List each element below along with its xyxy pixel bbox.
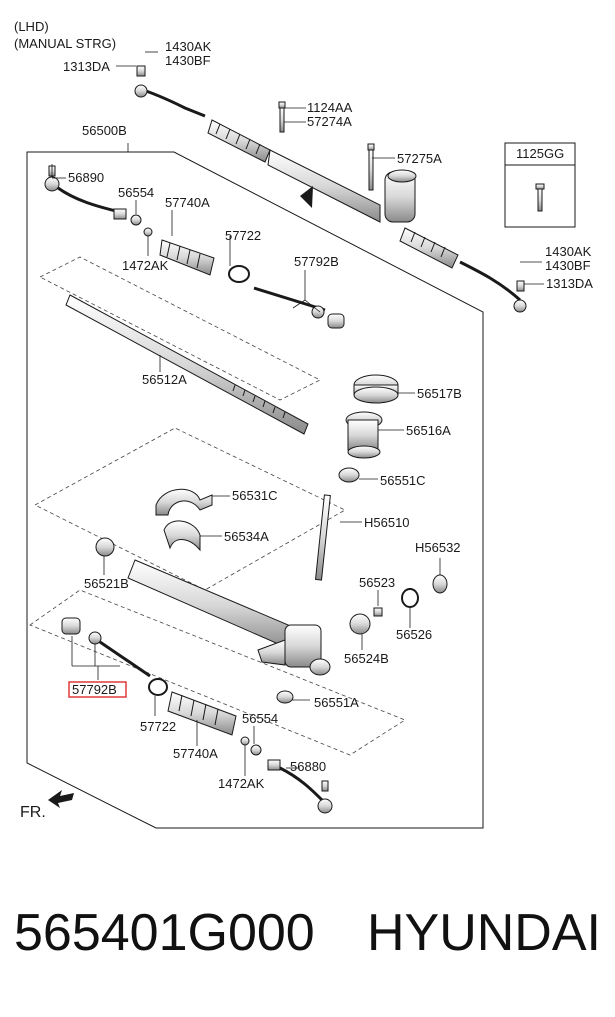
label-1472ak-top: 1472AK	[122, 258, 169, 273]
label-57722-top: 57722	[225, 228, 261, 243]
front-arrow-icon	[48, 790, 74, 808]
label-56516a: 56516A	[406, 423, 451, 438]
label-57275a: 57275A	[397, 151, 442, 166]
label-56880: 56880	[290, 759, 326, 774]
subgroup-rack-box	[39, 256, 321, 401]
rack-56512a	[65, 294, 309, 435]
label-56500b: 56500B	[82, 123, 127, 138]
label-57740a-bottom: 57740A	[173, 746, 218, 761]
seal-56516a	[345, 411, 383, 459]
assembly-boundary	[26, 151, 484, 829]
nut-56523	[373, 607, 383, 617]
bush-56531c	[155, 488, 213, 516]
label-1430ak-right: 1430AK	[545, 244, 592, 259]
label-1472ak-bottom: 1472AK	[218, 776, 265, 791]
nut-56554-top	[130, 214, 142, 226]
seal-56551a	[276, 690, 294, 704]
label-57792b-top: 57792B	[294, 254, 339, 269]
parts-diagram: (LHD) (MANUAL STRG)	[14, 19, 593, 829]
bearing-56521b	[95, 537, 115, 557]
label-57792b-highlight: 57792B	[72, 682, 117, 697]
gear-housing	[127, 559, 331, 676]
yoke-h56532	[432, 574, 448, 594]
label-56531c: 56531C	[232, 488, 278, 503]
label-1125gg: 1125GG	[516, 146, 564, 161]
tie-rod-end-56880	[267, 759, 333, 814]
clamp-57722-top	[228, 265, 250, 283]
label-56551a: 56551A	[314, 695, 359, 710]
boot-57740a-bottom	[167, 691, 237, 736]
bolt-1124aa	[278, 101, 286, 133]
pinion-h56510	[314, 494, 331, 581]
subgroup-tierod-box	[29, 589, 406, 756]
label-56521b: 56521B	[84, 576, 129, 591]
leader-lines	[51, 51, 544, 776]
direction-arrow-icon	[300, 186, 313, 208]
assembled-steering-gear	[134, 65, 527, 313]
brand-name: HYUNDAI	[366, 904, 601, 962]
label-1124aa: 1124AA	[307, 100, 353, 115]
highlight-box-57792b	[68, 681, 127, 698]
bolt-57275a	[367, 143, 375, 191]
bush-56534a	[163, 520, 201, 552]
label-h56532: H56532	[415, 540, 461, 555]
label-1430bf-right: 1430BF	[545, 258, 591, 273]
label-57722-bottom: 57722	[140, 719, 176, 734]
label-1313da-right: 1313DA	[546, 276, 593, 291]
label-fr: FR.	[20, 804, 46, 821]
box-1125gg	[504, 142, 576, 228]
footer: 565401G000 HYUNDAI	[0, 900, 615, 990]
label-57274a: 57274A	[307, 114, 352, 129]
clip-1472ak-bottom	[240, 736, 250, 746]
label-56526: 56526	[396, 627, 432, 642]
label-57740a-top: 57740A	[165, 195, 210, 210]
cap-56517b	[353, 374, 399, 404]
part-number: 565401G000	[14, 904, 315, 962]
header-lhd: (LHD)	[14, 19, 49, 34]
label-56523: 56523	[359, 575, 395, 590]
label-56512a: 56512A	[142, 372, 187, 387]
boot-57740a-top	[143, 227, 215, 276]
inner-tie-rod-57792b-bottom	[61, 617, 151, 678]
nut-56554-bottom	[250, 744, 262, 756]
label-h56510: H56510	[364, 515, 410, 530]
label-56524b: 56524B	[344, 651, 389, 666]
plug-56524b	[349, 613, 371, 635]
label-1430ak-top: 1430AK	[165, 39, 212, 54]
clamp-57722-bottom	[148, 678, 168, 696]
subgroup-housing-box	[34, 427, 346, 591]
header-manual-strg: (MANUAL STRG)	[14, 36, 116, 51]
label-56890: 56890	[68, 170, 104, 185]
label-56551c: 56551C	[380, 473, 426, 488]
label-56554-bottom: 56554	[242, 711, 278, 726]
seal-56551c	[338, 467, 360, 483]
label-56554-top: 56554	[118, 185, 154, 200]
label-56534a: 56534A	[224, 529, 269, 544]
label-1313da-top: 1313DA	[63, 59, 110, 74]
label-1430bf-top: 1430BF	[165, 53, 211, 68]
ring-56526	[401, 588, 419, 608]
label-56517b: 56517B	[417, 386, 462, 401]
inner-tie-rod-57792b-top	[253, 286, 345, 329]
